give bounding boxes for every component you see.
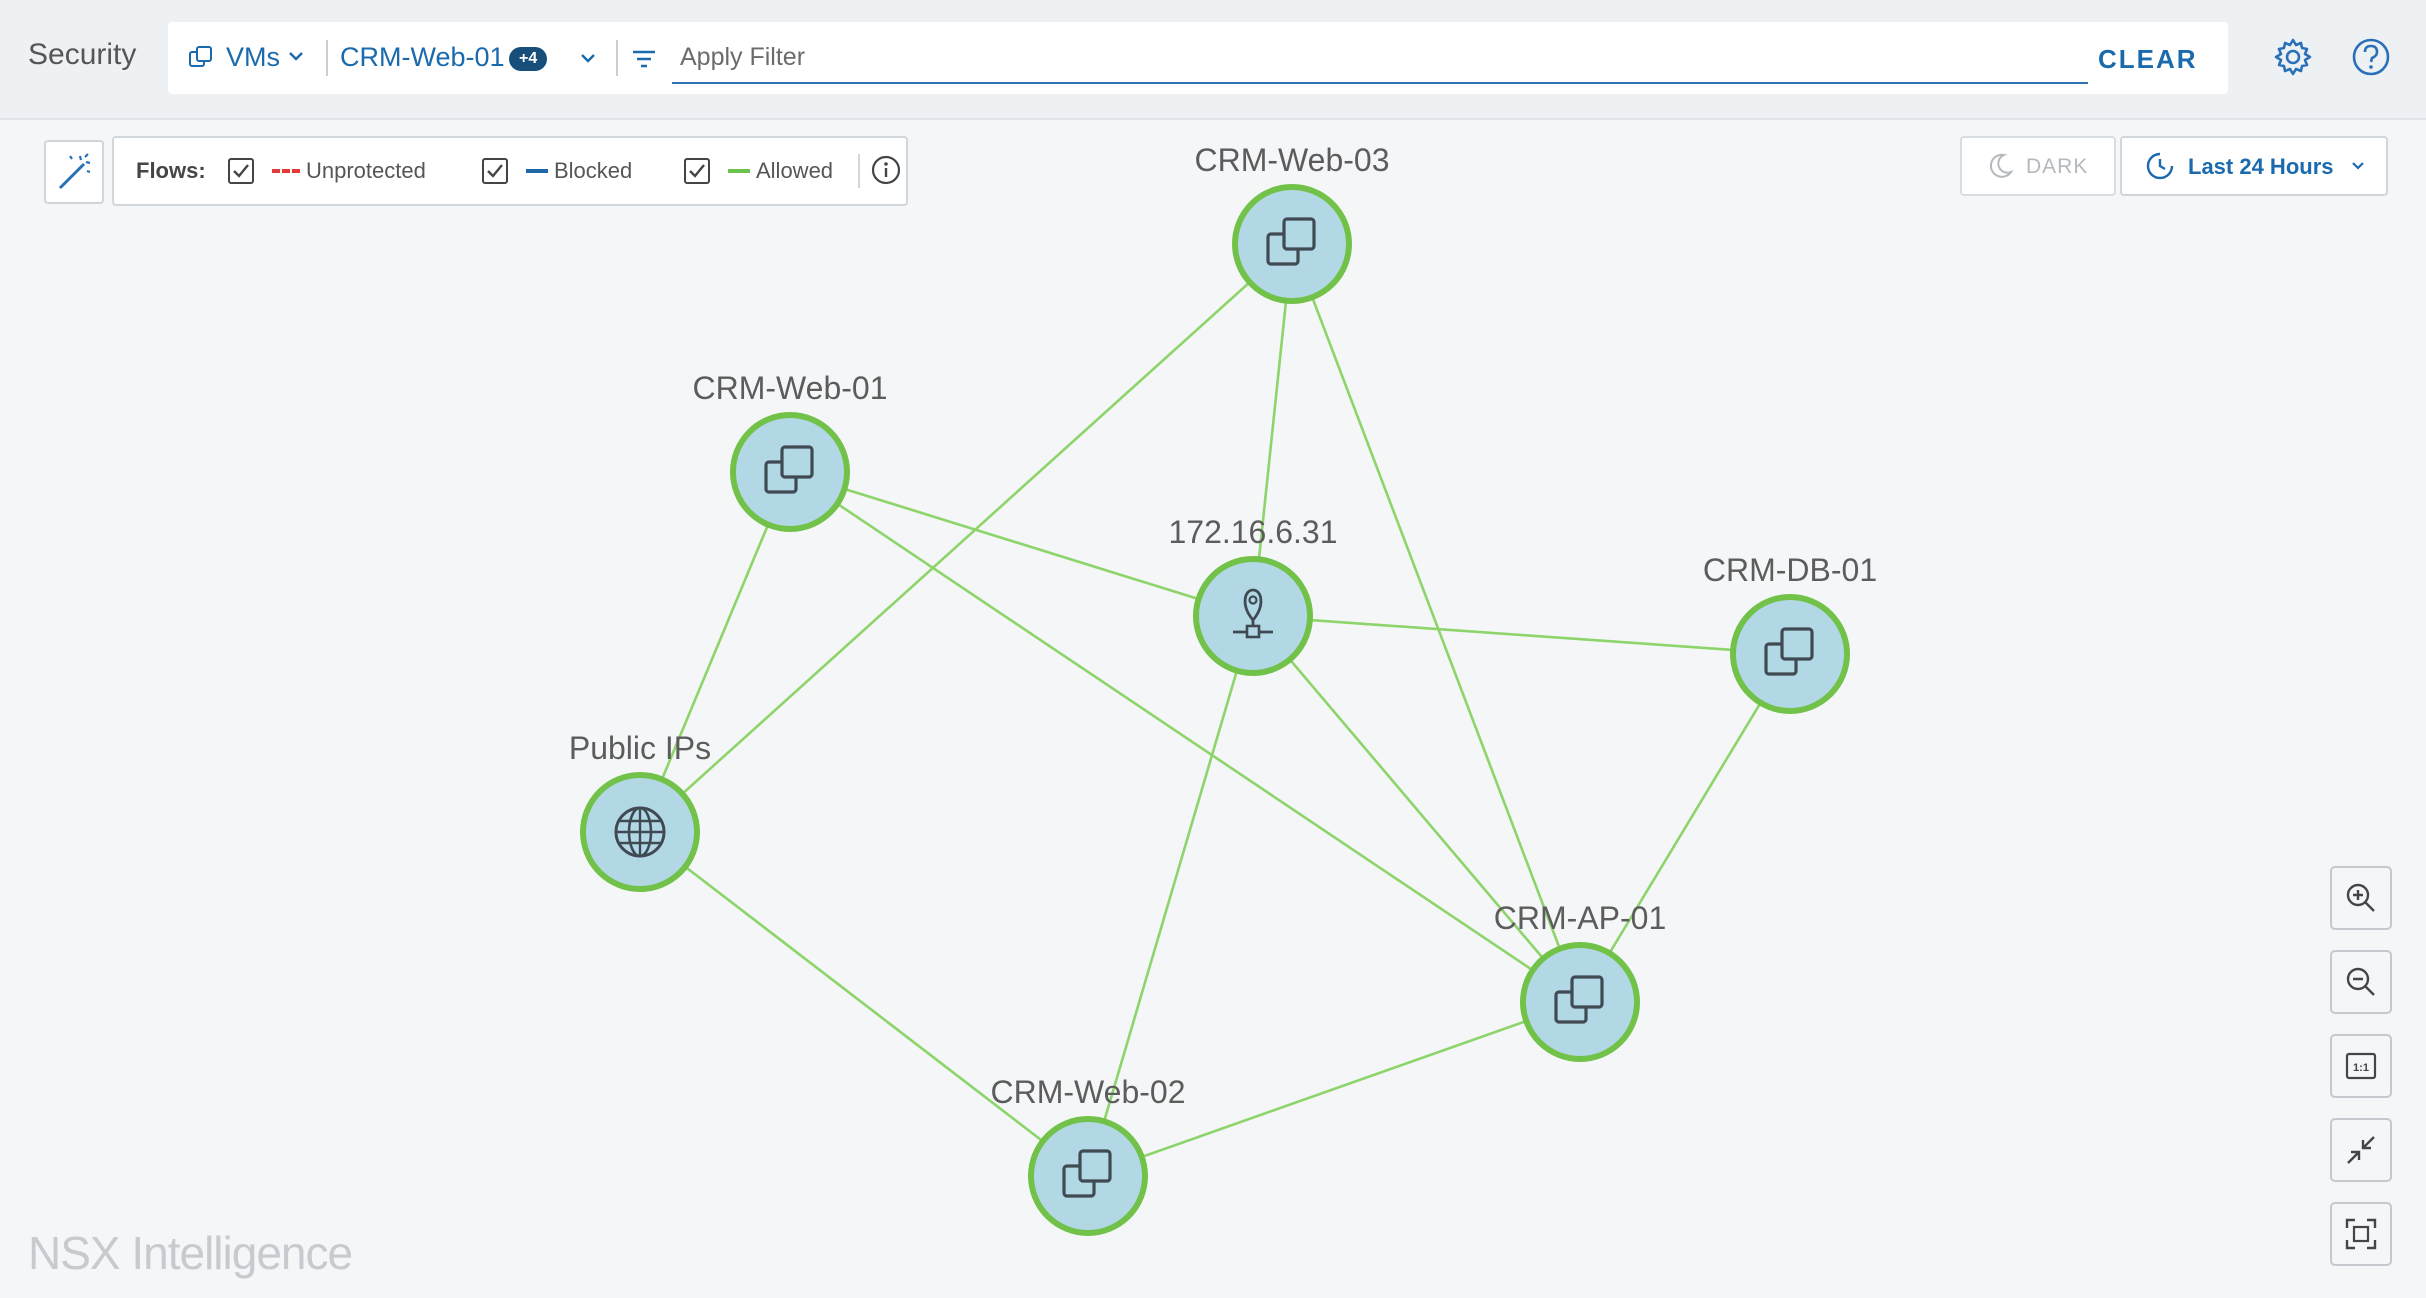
vm-icon — [1554, 975, 1604, 1024]
help-icon[interactable] — [2350, 36, 2392, 83]
flows-legend: Flows: Unprotected Blocked Allowed — [112, 136, 908, 206]
node-ap01[interactable]: CRM-AP-01 — [1494, 900, 1666, 1062]
node-label: CRM-Web-02 — [991, 1074, 1186, 1110]
blocked-checkbox[interactable] — [482, 158, 508, 184]
flow-edge-web01-public[interactable] — [638, 471, 792, 833]
node-web02[interactable]: CRM-Web-02 — [991, 1074, 1186, 1236]
unprotected-legend-line — [272, 169, 300, 173]
top-bar: Security VMs CRM-Web-01 +4 CLEAR — [0, 0, 2426, 120]
flow-edge-web01-ap01[interactable] — [789, 470, 1581, 1004]
node-label: CRM-AP-01 — [1494, 900, 1666, 936]
vm-icon — [1062, 1149, 1112, 1198]
zoom-in-button[interactable] — [2330, 866, 2392, 930]
actual-size-icon: 1:1 — [2345, 1052, 2377, 1080]
divider — [858, 154, 860, 188]
blocked-label: Blocked — [554, 158, 633, 183]
zoom-in-icon — [2346, 883, 2375, 912]
flow-edge-web01-ip[interactable] — [789, 470, 1254, 618]
moon-icon — [1989, 153, 2014, 178]
ip-location-icon — [1233, 588, 1273, 639]
node-label: 172.16.6.31 — [1168, 514, 1337, 550]
flows-label: Flows: — [136, 158, 206, 183]
divider — [326, 40, 328, 76]
filter-bar: VMs CRM-Web-01 +4 CLEAR — [168, 22, 2228, 94]
flow-edge-ip-db01[interactable] — [1252, 614, 1791, 656]
flow-edge-web03-ip[interactable] — [1251, 243, 1294, 617]
flow-edge-public-web02[interactable] — [639, 830, 1089, 1178]
magic-wand-icon — [58, 153, 91, 190]
node-web03[interactable]: CRM-Web-03 — [1195, 142, 1390, 304]
chevron-down-icon[interactable] — [286, 46, 306, 71]
chevron-down-icon — [2352, 162, 2364, 170]
unprotected-label: Unprotected — [306, 158, 426, 183]
filter-icon — [630, 48, 658, 75]
vm-icon — [1266, 217, 1316, 266]
dark-mode-label: DARK — [2026, 155, 2089, 178]
vm-icon — [1764, 627, 1814, 676]
fit-to-screen-button[interactable] — [2330, 1202, 2392, 1266]
collapse-button[interactable] — [2330, 1118, 2392, 1182]
vm-icon — [764, 445, 814, 494]
clear-button[interactable]: CLEAR — [2098, 44, 2198, 74]
selected-vm-chip[interactable]: CRM-Web-01 — [340, 42, 505, 72]
globe-icon — [614, 806, 666, 858]
node-label: Public IPs — [569, 730, 711, 766]
zoom-out-button[interactable] — [2330, 950, 2392, 1014]
flow-edge-web03-ap01[interactable] — [1290, 243, 1582, 1003]
chevron-down-icon[interactable] — [578, 48, 598, 73]
node-public[interactable]: Public IPs — [569, 730, 711, 892]
node-label: CRM-Web-03 — [1195, 142, 1390, 178]
dark-mode-button[interactable]: DARK — [1960, 136, 2116, 196]
flow-edge-ip-ap01[interactable] — [1252, 615, 1581, 1003]
unprotected-checkbox[interactable] — [228, 158, 254, 184]
divider — [616, 40, 618, 76]
node-label: CRM-DB-01 — [1703, 552, 1877, 588]
flow-edge-web02-ap01[interactable] — [1087, 1000, 1581, 1178]
allowed-legend-line — [728, 169, 750, 173]
fit-screen-icon — [2345, 1218, 2377, 1250]
vm-icon — [188, 44, 214, 75]
collapse-icon — [2347, 1136, 2375, 1164]
clock-icon — [2146, 152, 2174, 180]
info-icon[interactable] — [870, 154, 902, 192]
node-web01[interactable]: CRM-Web-01 — [693, 370, 888, 532]
flow-edge-db01-ap01[interactable] — [1578, 653, 1792, 1003]
auto-layout-button[interactable] — [44, 140, 104, 204]
extra-count-badge: +4 — [509, 47, 548, 71]
flow-edge-web03-public[interactable] — [639, 243, 1293, 833]
object-type-dropdown[interactable]: VMs — [226, 42, 280, 72]
actual-size-button[interactable]: 1:1 — [2330, 1034, 2392, 1098]
node-db01[interactable]: CRM-DB-01 — [1703, 552, 1877, 714]
time-range-dropdown[interactable]: Last 24 Hours — [2120, 136, 2388, 196]
flow-edge-ip-web02[interactable] — [1086, 615, 1255, 1177]
allowed-label: Allowed — [756, 158, 834, 183]
node-label: CRM-Web-01 — [693, 370, 888, 406]
apply-filter-input[interactable] — [672, 32, 2088, 84]
zoom-out-icon — [2346, 967, 2375, 996]
nsx-intelligence-watermark: NSX Intelligence — [28, 1227, 353, 1279]
gear-icon[interactable] — [2272, 36, 2314, 83]
svg-text:1:1: 1:1 — [2353, 1062, 2369, 1074]
time-range-label: Last 24 Hours — [2188, 154, 2334, 179]
node-ip[interactable]: 172.16.6.31 — [1168, 514, 1338, 676]
allowed-checkbox[interactable] — [684, 158, 710, 184]
page-title: Security — [28, 38, 137, 71]
blocked-legend-line — [526, 169, 548, 173]
